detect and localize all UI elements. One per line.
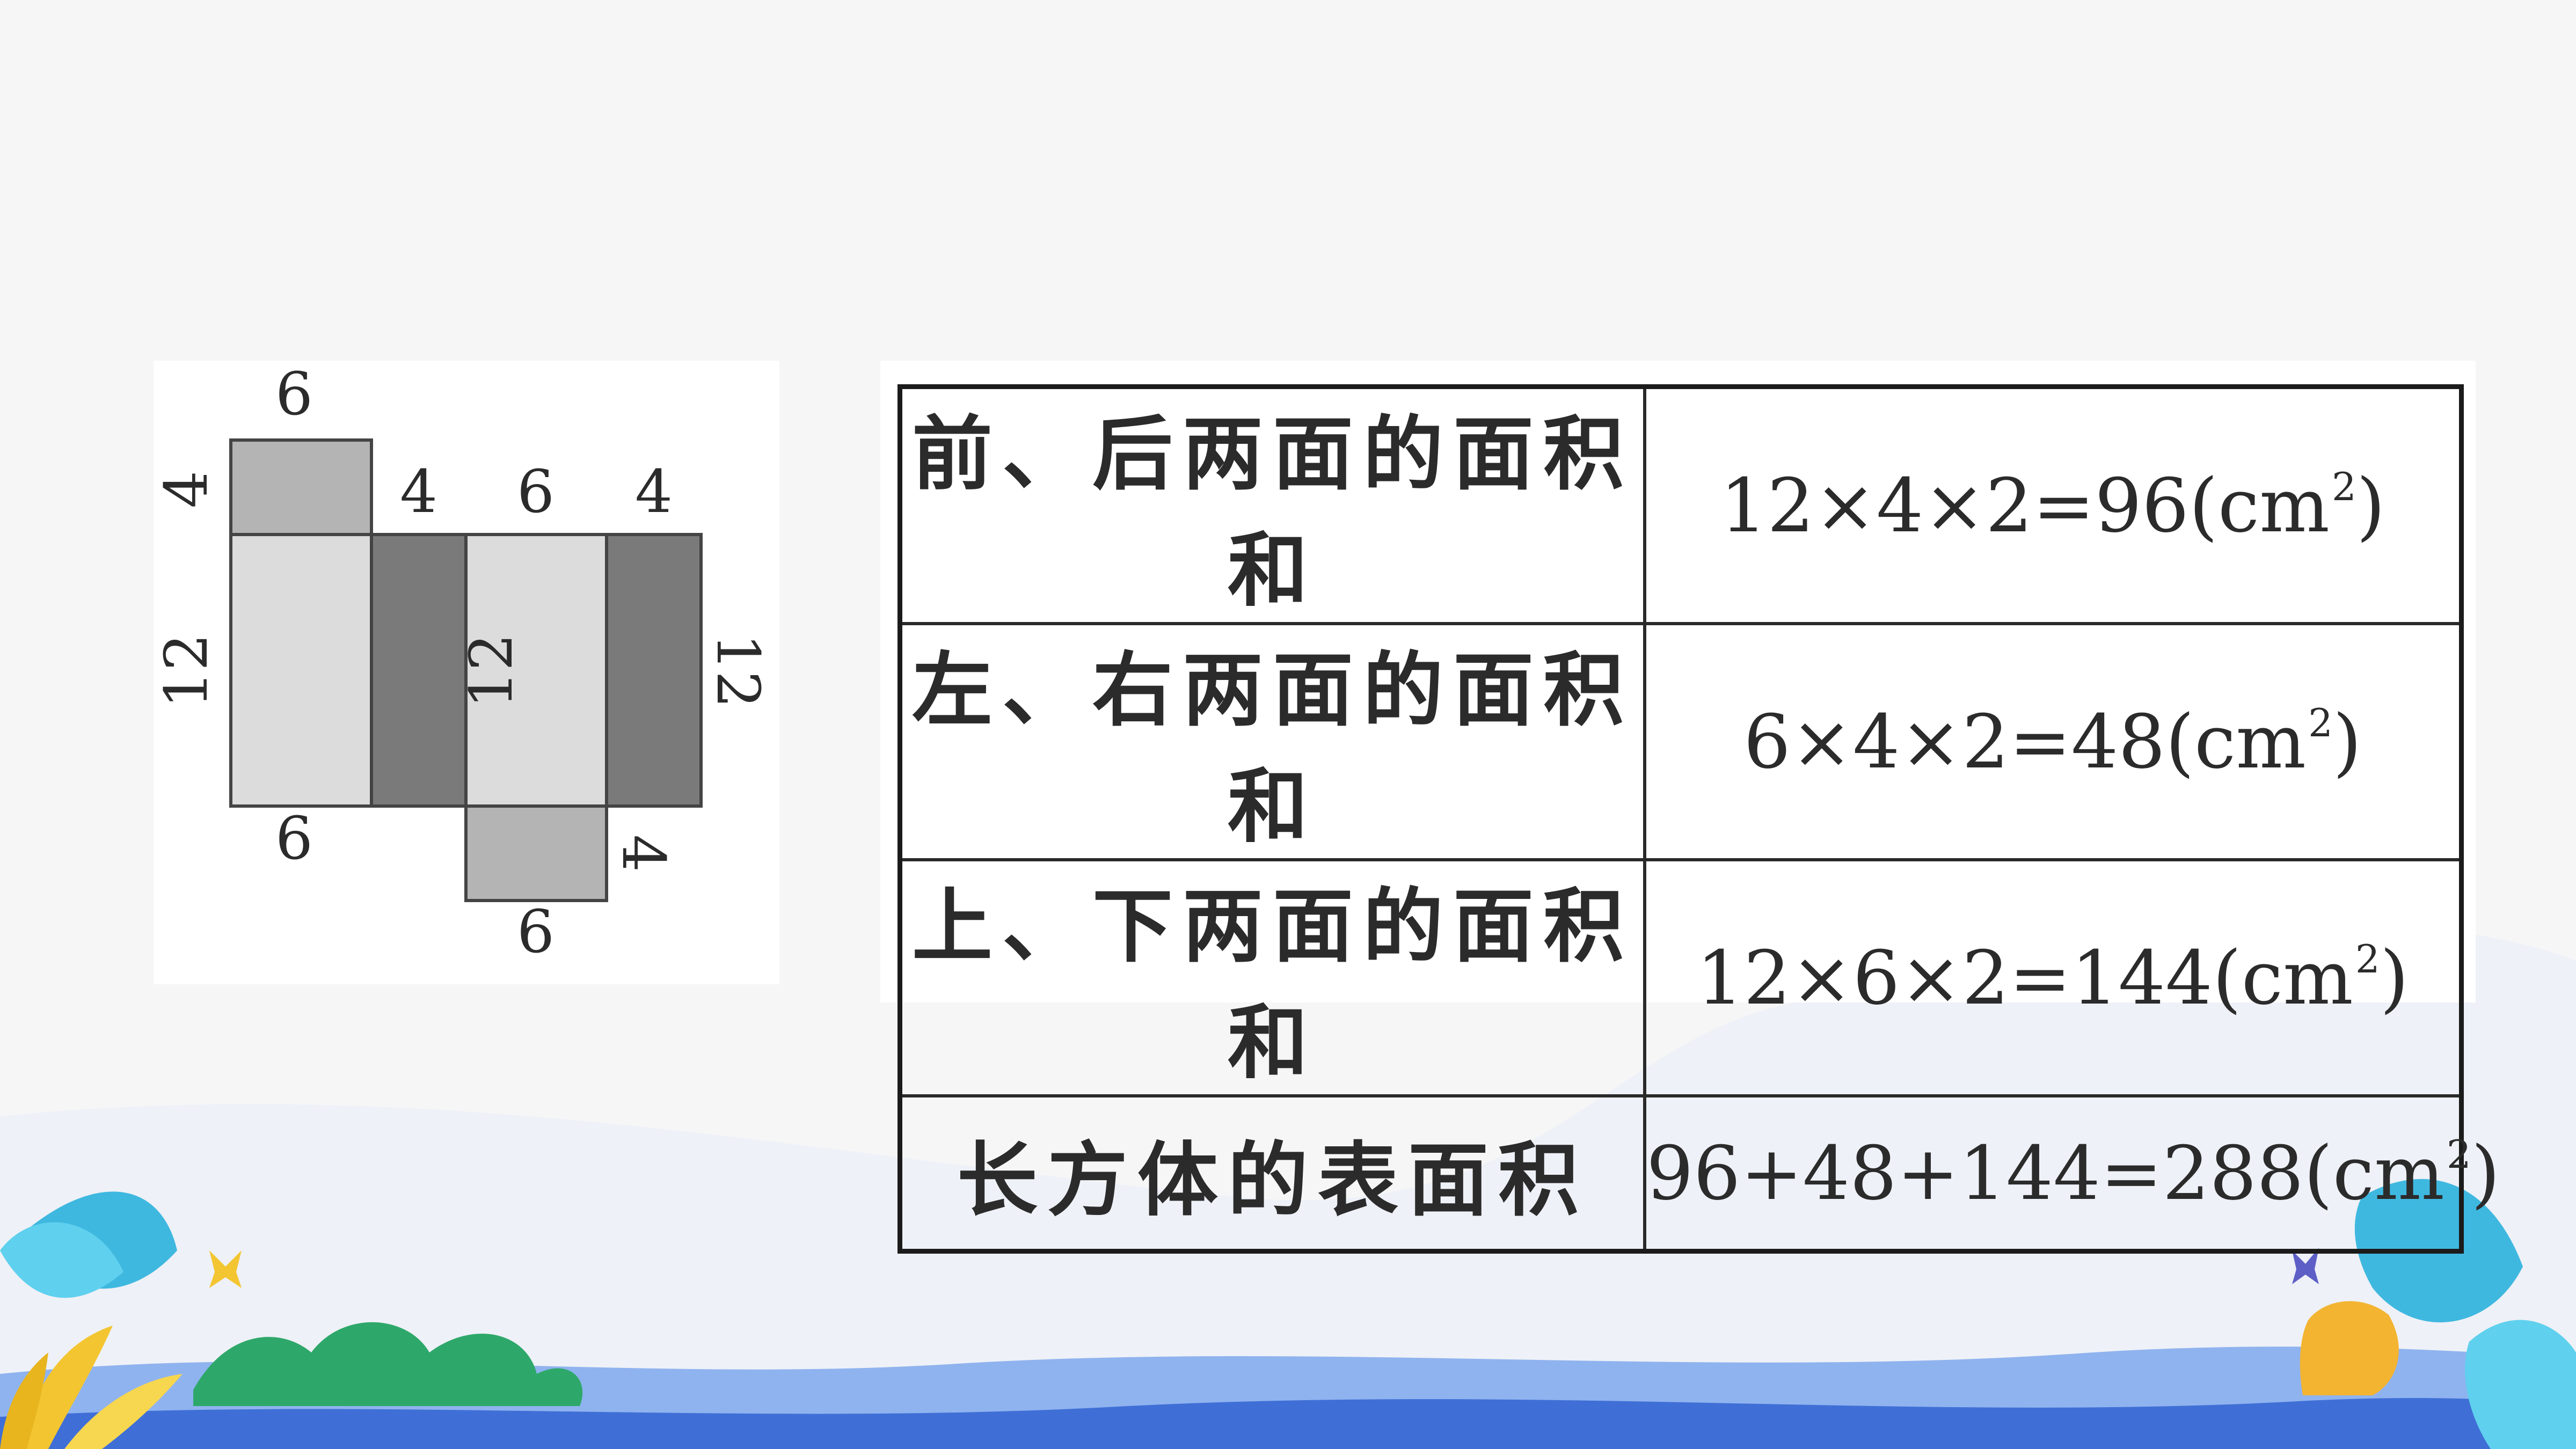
- leaf-yellow-1: [21, 1326, 113, 1449]
- row-formula: 6×4×2=48(cm2): [1643, 622, 2463, 861]
- formula-text: 12×4×2=96(cm: [1720, 462, 2330, 549]
- cuboid-net-svg: 6 4 4 6 4 12 12 12 6 4 6: [154, 361, 772, 966]
- surface-area-table-panel: 前、后两面的面积和 12×4×2=96(cm2) 左、右两面的面积和 6×4×2…: [880, 361, 2500, 1254]
- butterfly-yellow: [209, 1250, 242, 1288]
- top-flap-face: [229, 438, 373, 536]
- bottom-flap-face: [464, 804, 608, 902]
- formula-text: 6×4×2=48(cm: [1743, 698, 2307, 785]
- background-wave-dark: [0, 1397, 2576, 1449]
- row-formula: 96+48+144=288(cm2): [1643, 1094, 2500, 1253]
- dark-face-2: [605, 533, 703, 808]
- formula-close: ): [2380, 934, 2409, 1021]
- table-row: 上、下两面的面积和 12×6×2=144(cm2): [898, 858, 2463, 1097]
- label-left-height: 12: [154, 633, 221, 708]
- dark-face-1: [370, 533, 468, 808]
- label-strip-width-3: 4: [635, 457, 673, 526]
- formula-superscript: 2: [2355, 936, 2380, 982]
- row-formula: 12×6×2=144(cm2): [1643, 858, 2463, 1097]
- label-left-bottom-width: 6: [275, 804, 313, 873]
- cuboid-net-diagram: 6 4 4 6 4 12 12 12 6 4 6: [154, 361, 779, 984]
- row-formula: 12×4×2=96(cm2): [1643, 385, 2463, 625]
- formula-text: 96+48+144=288(cm: [1646, 1130, 2444, 1217]
- bush-green: [193, 1322, 583, 1406]
- table-row: 长方体的表面积 96+48+144=288(cm2): [898, 1094, 2500, 1253]
- label-middle-height: 12: [457, 633, 526, 708]
- label-strip-width-1: 4: [400, 457, 437, 526]
- formula-superscript: 2: [2308, 700, 2333, 745]
- surface-area-table: 前、后两面的面积和 12×4×2=96(cm2) 左、右两面的面积和 6×4×2…: [897, 384, 2500, 1254]
- leaf-teal-left-2: [0, 1222, 123, 1298]
- formula-close: ): [2471, 1130, 2500, 1217]
- row-label: 前、后两面的面积和: [898, 385, 1646, 625]
- formula-close: ): [2356, 462, 2385, 549]
- row-label: 长方体的表面积: [898, 1094, 1646, 1253]
- table-row: 左、右两面的面积和 6×4×2=48(cm2): [898, 622, 2463, 861]
- formula-text: 12×6×2=144(cm: [1696, 934, 2353, 1021]
- table-row: 前、后两面的面积和 12×4×2=96(cm2): [898, 385, 2463, 625]
- left-plant-decoration: [0, 1191, 583, 1449]
- label-bottom-flap-height: 4: [609, 835, 678, 872]
- label-top-flap-height: 4: [154, 471, 221, 508]
- row-label: 左、右两面的面积和: [898, 622, 1646, 861]
- leaf-yellow-2: [64, 1374, 183, 1449]
- formula-superscript: 2: [2332, 464, 2356, 509]
- butterfly-purple: [2292, 1248, 2319, 1284]
- label-top-flap-width: 6: [275, 361, 313, 428]
- formula-close: ): [2332, 698, 2362, 785]
- label-bottom-flap-width: 6: [517, 897, 554, 966]
- leaf-orange-right: [2300, 1301, 2399, 1395]
- label-right-height: 12: [704, 633, 772, 708]
- left-light-face: [229, 533, 373, 808]
- leaf-yellow-3: [0, 1352, 48, 1449]
- leaf-teal-right-2: [2465, 1320, 2576, 1449]
- row-label: 上、下两面的面积和: [898, 858, 1646, 1097]
- label-strip-width-2: 6: [517, 457, 554, 526]
- formula-superscript: 2: [2446, 1131, 2471, 1177]
